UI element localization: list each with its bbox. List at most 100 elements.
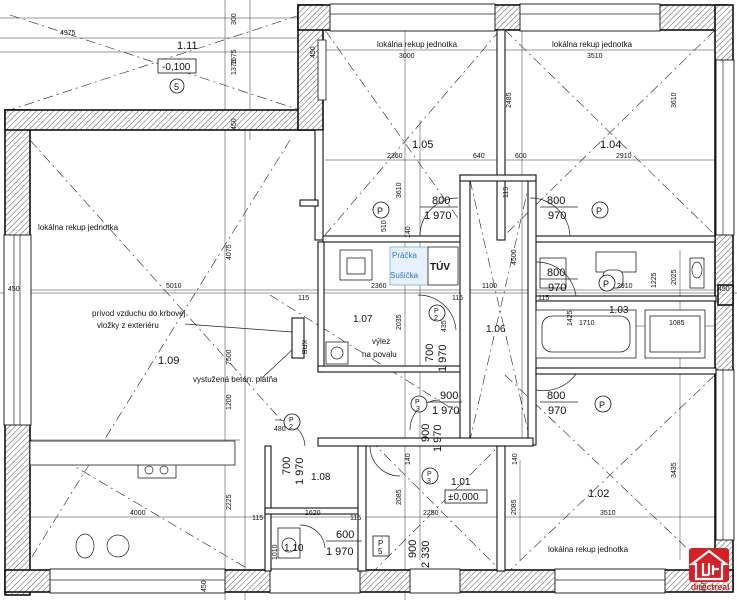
dim-value: 3610 — [671, 92, 678, 108]
door-tag — [598, 274, 616, 292]
dim-value: 5010 — [166, 283, 182, 290]
dim-value: 510 — [381, 220, 388, 232]
dim-value: 450 — [718, 286, 730, 293]
room-labels: 1.11 -0,100 5 1.05 1.04 1.09 1.07 1.06 1… — [157, 40, 629, 554]
room-number: 1.04 — [600, 139, 621, 151]
door-tag — [372, 201, 390, 219]
washer-label: Práčka — [392, 251, 417, 260]
door-tag-sub: 2 — [434, 315, 438, 322]
dim-value: 4075 — [226, 244, 233, 260]
ring-marker-label: 5 — [174, 82, 179, 92]
room-number: 1.03 — [609, 305, 629, 316]
dim-value: 2910 — [616, 153, 632, 160]
door-width: 700 — [281, 457, 293, 475]
room-number: 1.05 — [412, 139, 433, 151]
dim-value: 3000 — [399, 53, 415, 60]
dim-value: 450 — [231, 118, 238, 130]
dim-value: 1225 — [651, 272, 658, 288]
dim-value: 115 — [503, 187, 510, 198]
boiler-label: TÚV — [430, 260, 450, 273]
door-tag-label: P — [415, 399, 420, 406]
dim-value: 2910 — [617, 283, 633, 290]
dim-value: 2085 — [511, 499, 518, 515]
attic-hatch-note: výlez — [372, 337, 390, 346]
door-height: 2 330 — [420, 540, 432, 568]
logo-text: directreal — [690, 582, 730, 592]
door-width: 800 — [547, 267, 565, 279]
door-height: 1 970 — [424, 210, 452, 222]
door-height: 970 — [548, 405, 566, 417]
dryer-label: Sušička — [390, 271, 419, 280]
dim-value: 3610 — [396, 182, 403, 198]
door-width: 900 — [420, 424, 432, 442]
reinforced-slab-note: vystužená betón. platňa — [193, 375, 278, 384]
room-number: 1.06 — [486, 324, 506, 335]
rekup-note: lokálna rekup jednotka — [548, 545, 629, 554]
dim-value: 1085 — [669, 320, 685, 327]
door-height: 970 — [548, 210, 566, 222]
window-openings — [3, 3, 735, 594]
dim-value: 140 — [405, 226, 412, 238]
door-tag-label: P — [599, 400, 605, 410]
rekup-note: lokálna rekup jednotka — [552, 40, 633, 49]
door-tag-label: P — [427, 471, 432, 478]
dim-value: 1710 — [579, 320, 595, 327]
dim-value: 7500 — [226, 349, 233, 365]
room-number: 1.01 — [451, 477, 471, 488]
rekup-note: lokálna rekup jednotka — [38, 223, 119, 232]
door-width: 900 — [407, 540, 419, 558]
room-number: 1.11 — [177, 40, 198, 52]
door-tag — [428, 304, 446, 322]
door-height: 1 970 — [294, 457, 306, 485]
dim-value: 1200 — [226, 394, 233, 410]
door-width: 800 — [547, 195, 565, 207]
dim-value: 2025 — [671, 269, 678, 285]
dim-value: 115 — [538, 295, 549, 302]
dim-value: 2485 — [506, 92, 513, 108]
dim-value: 435 — [441, 320, 448, 332]
dim-value: 1675 — [231, 49, 238, 65]
level-value: ±0,000 — [448, 492, 479, 503]
dim-value: 300 — [231, 13, 238, 25]
plan-notes: lokálna rekup jednotka lokálna rekup jed… — [38, 40, 633, 554]
interior-partitions — [264, 29, 717, 572]
dim-value: 3510 — [587, 53, 603, 60]
door-tag-label: P — [377, 206, 383, 216]
dim-value: 2085 — [396, 489, 403, 505]
dim-value: 1425 — [567, 310, 574, 326]
door-tag-sub: 5 — [378, 547, 383, 556]
door-labels: 800 1 970 P 800 970 P 800 970 P 800 970 … — [281, 195, 616, 568]
door-height: 1 970 — [432, 405, 460, 417]
room-number: 1.07 — [353, 314, 373, 325]
door-height: 1 970 — [326, 546, 354, 558]
level-box — [157, 58, 197, 74]
dim-value: 115 — [350, 515, 361, 522]
rekup-note: lokálna rekup jednotka — [377, 40, 458, 49]
room-number: 1.08 — [311, 472, 331, 483]
door-tag — [421, 467, 439, 485]
door-tag-sub: 3 — [416, 406, 420, 413]
dim-value: 2225 — [226, 494, 233, 510]
dim-value: 4000 — [130, 510, 146, 517]
door-tag — [410, 395, 428, 413]
door-width: 900 — [440, 390, 458, 402]
dim-value: 600 — [515, 153, 527, 160]
dim-value: 450 — [8, 286, 20, 293]
door-swings — [274, 197, 577, 549]
door-tag-sub: 2 — [289, 424, 293, 431]
door-width: 600 — [336, 529, 354, 541]
ring-marker — [169, 78, 185, 94]
room-number: 1.02 — [588, 488, 609, 500]
dim-value: 1010 — [272, 544, 279, 560]
room-number: 1.10 — [284, 543, 304, 554]
door-tag-label: P — [603, 279, 609, 289]
dim-value: 2360 — [371, 283, 387, 290]
door-tag — [594, 395, 612, 413]
fireplace-label: KRB — [300, 340, 307, 355]
dim-value: 1375 — [231, 59, 238, 75]
door-height: 970 — [548, 282, 566, 294]
dim-value: 2360 — [387, 153, 403, 160]
door-height: 1 970 — [432, 424, 444, 452]
fixtures — [29, 246, 706, 559]
